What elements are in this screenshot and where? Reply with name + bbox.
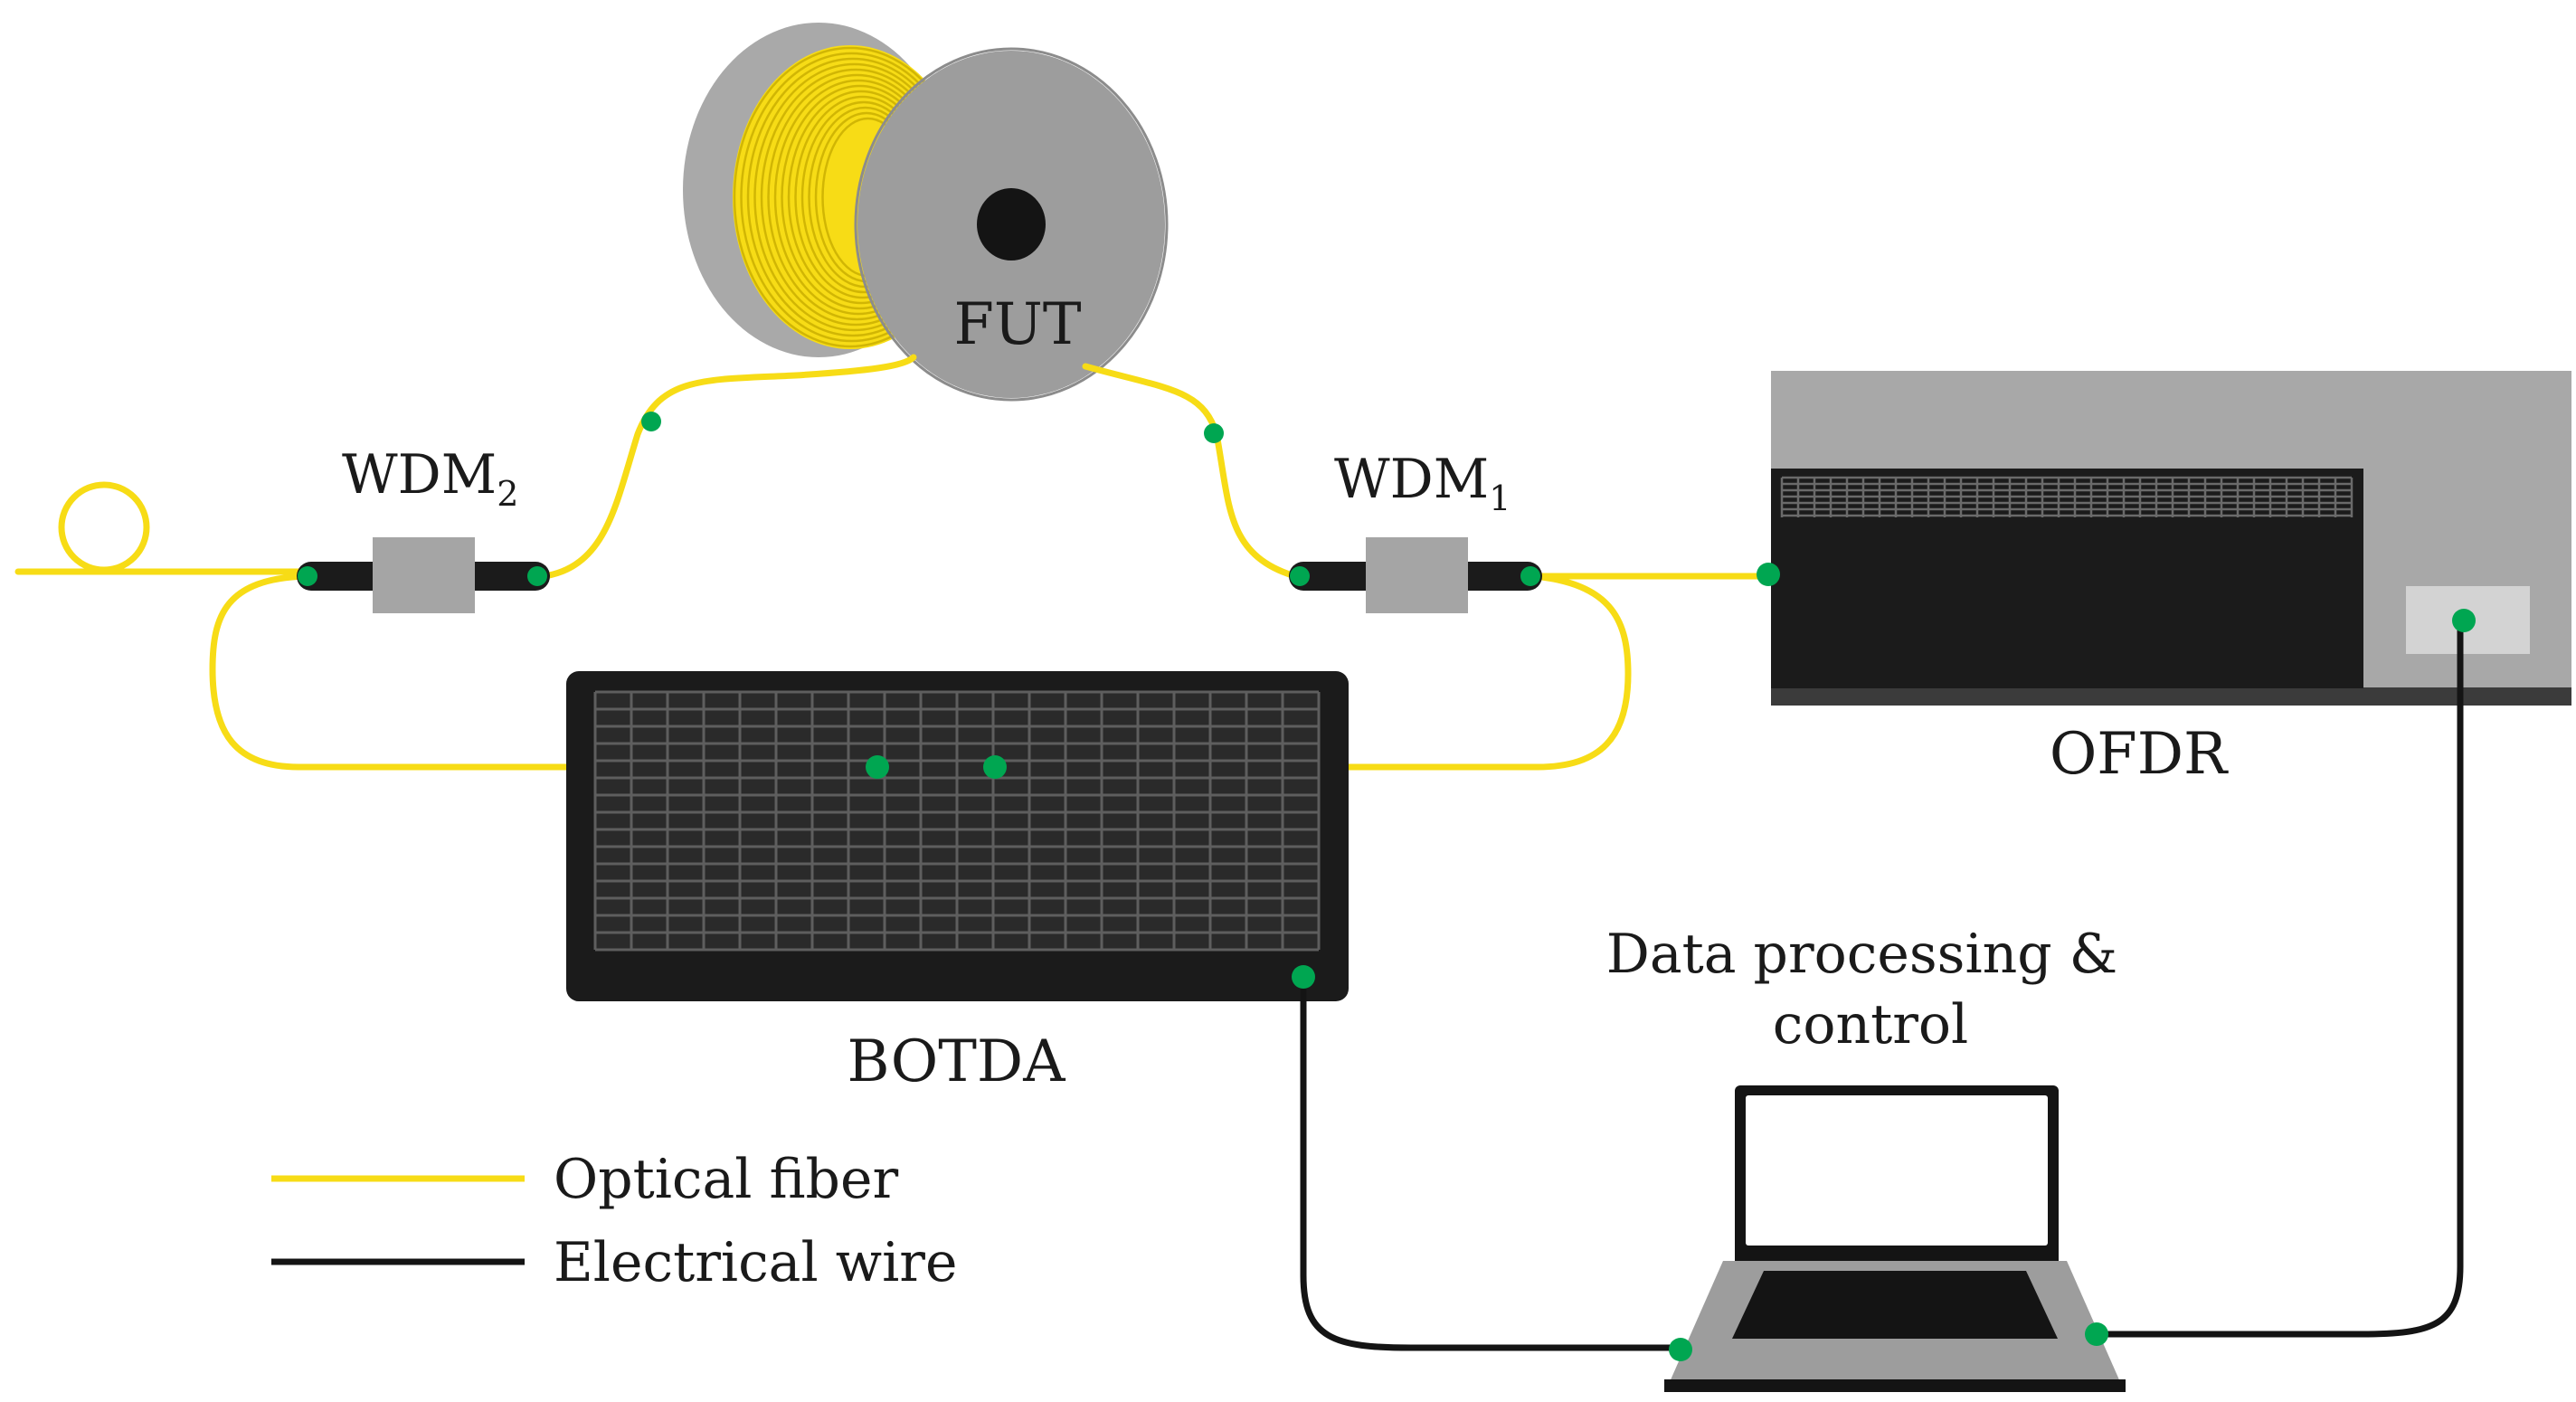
connector-laptop-left: [1669, 1338, 1692, 1361]
connector-botda-electrical: [1292, 965, 1315, 989]
botda-label: BOTDA: [848, 1028, 1066, 1095]
ofdr-instrument-icon: [1771, 371, 2571, 706]
connector-botda-optical-left: [866, 755, 889, 779]
fiber-fut-to-wdm1: [1082, 363, 1302, 581]
ofdr-label: OFDR: [2050, 721, 2229, 788]
connector-ofdr-optical: [1757, 563, 1780, 586]
fiber-wdm1-to-botda: [991, 573, 1632, 771]
connector-fut-right: [1204, 423, 1224, 443]
data-processing-label: Data processing & control: [1606, 923, 2136, 1056]
fut-label: FUT: [953, 291, 1081, 358]
data-processing-line1: Data processing &: [1606, 923, 2117, 986]
fiber-wdm2-to-fut: [535, 354, 917, 581]
wire-botda-to-laptop: [1300, 973, 1681, 1351]
laptop-icon: [1664, 1085, 2126, 1392]
fiber-spool-icon: [683, 23, 1169, 402]
connector-botda-optical-right: [983, 755, 1007, 779]
wdm2-label: WDM2: [342, 443, 518, 514]
fiber-wdm2-to-botda: [209, 573, 881, 771]
electrical-wire-network: [1300, 617, 2464, 1351]
fiber-loop-icon: [58, 481, 150, 573]
wdm1-coupler: [1289, 537, 1542, 613]
legend-wire-label: Electrical wire: [554, 1231, 957, 1294]
connector-wdm2-right: [527, 566, 547, 586]
connector-laptop-right: [2085, 1322, 2108, 1346]
wdm2-coupler: [297, 537, 550, 613]
wire-ofdr-to-laptop: [2090, 617, 2464, 1338]
legend: Optical fiber Electrical wire: [271, 1148, 957, 1294]
botda-instrument-icon: [566, 671, 1349, 1001]
connector-ofdr-electrical: [2452, 609, 2476, 632]
data-processing-line2: control: [1773, 993, 1968, 1056]
legend-fiber-label: Optical fiber: [554, 1148, 898, 1211]
connector-wdm1-right: [1520, 566, 1540, 586]
connector-wdm2-left: [298, 566, 317, 586]
connector-dots: [298, 412, 2476, 1361]
wdm1-label: WDM1: [1334, 448, 1511, 518]
connector-fut-left: [641, 412, 661, 431]
connector-wdm1-left: [1290, 566, 1310, 586]
